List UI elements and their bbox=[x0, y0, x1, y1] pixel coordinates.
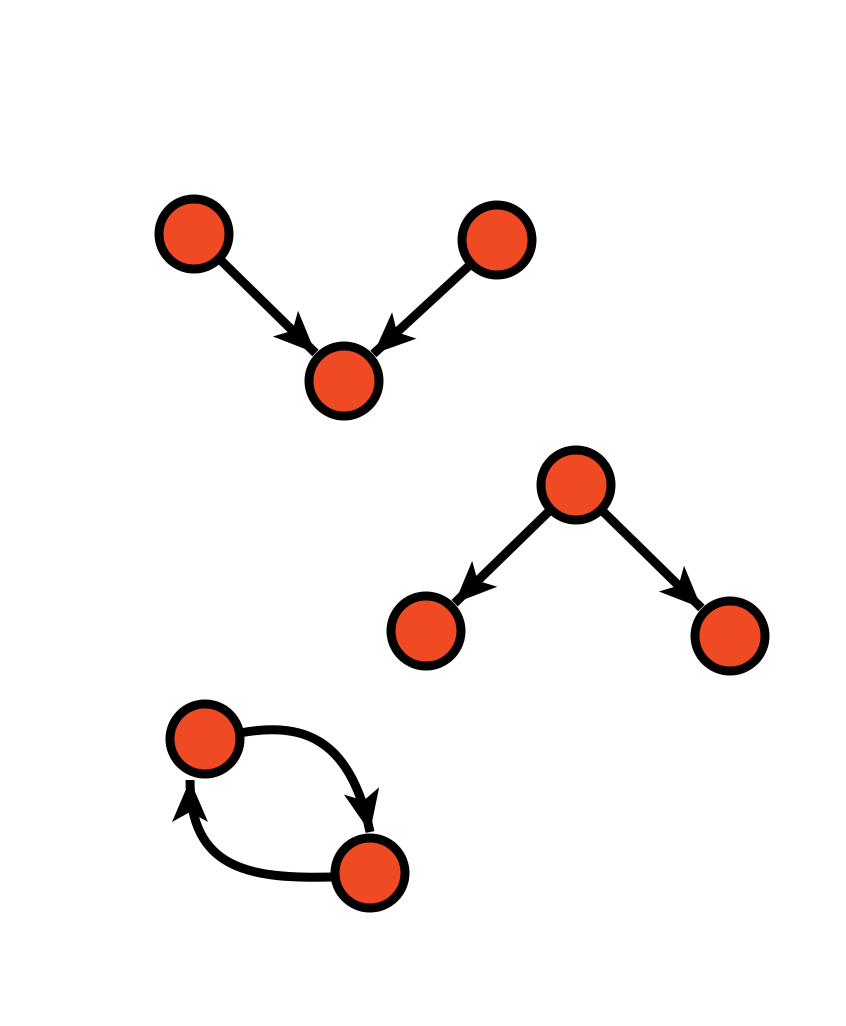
node-diverging-f bbox=[690, 596, 770, 676]
edge-mutual-g-to-h bbox=[239, 725, 380, 833]
edge-diverging-d-to-f bbox=[597, 506, 705, 612]
edge-mutual-h-to-g bbox=[172, 779, 334, 882]
nodes bbox=[154, 194, 770, 913]
edge-converging-b-to-c bbox=[370, 260, 475, 358]
node-diverging-d bbox=[536, 445, 616, 525]
node-converging-a bbox=[154, 194, 234, 274]
node-converging-b bbox=[457, 200, 537, 280]
edge-diverging-d-to-e bbox=[451, 506, 555, 607]
node-diverging-e bbox=[386, 591, 466, 671]
edge-converging-a-to-c bbox=[215, 255, 319, 357]
node-converging-c bbox=[304, 341, 384, 421]
edges bbox=[172, 255, 705, 882]
node-mutual-g bbox=[165, 699, 245, 779]
node-mutual-h bbox=[330, 833, 410, 913]
